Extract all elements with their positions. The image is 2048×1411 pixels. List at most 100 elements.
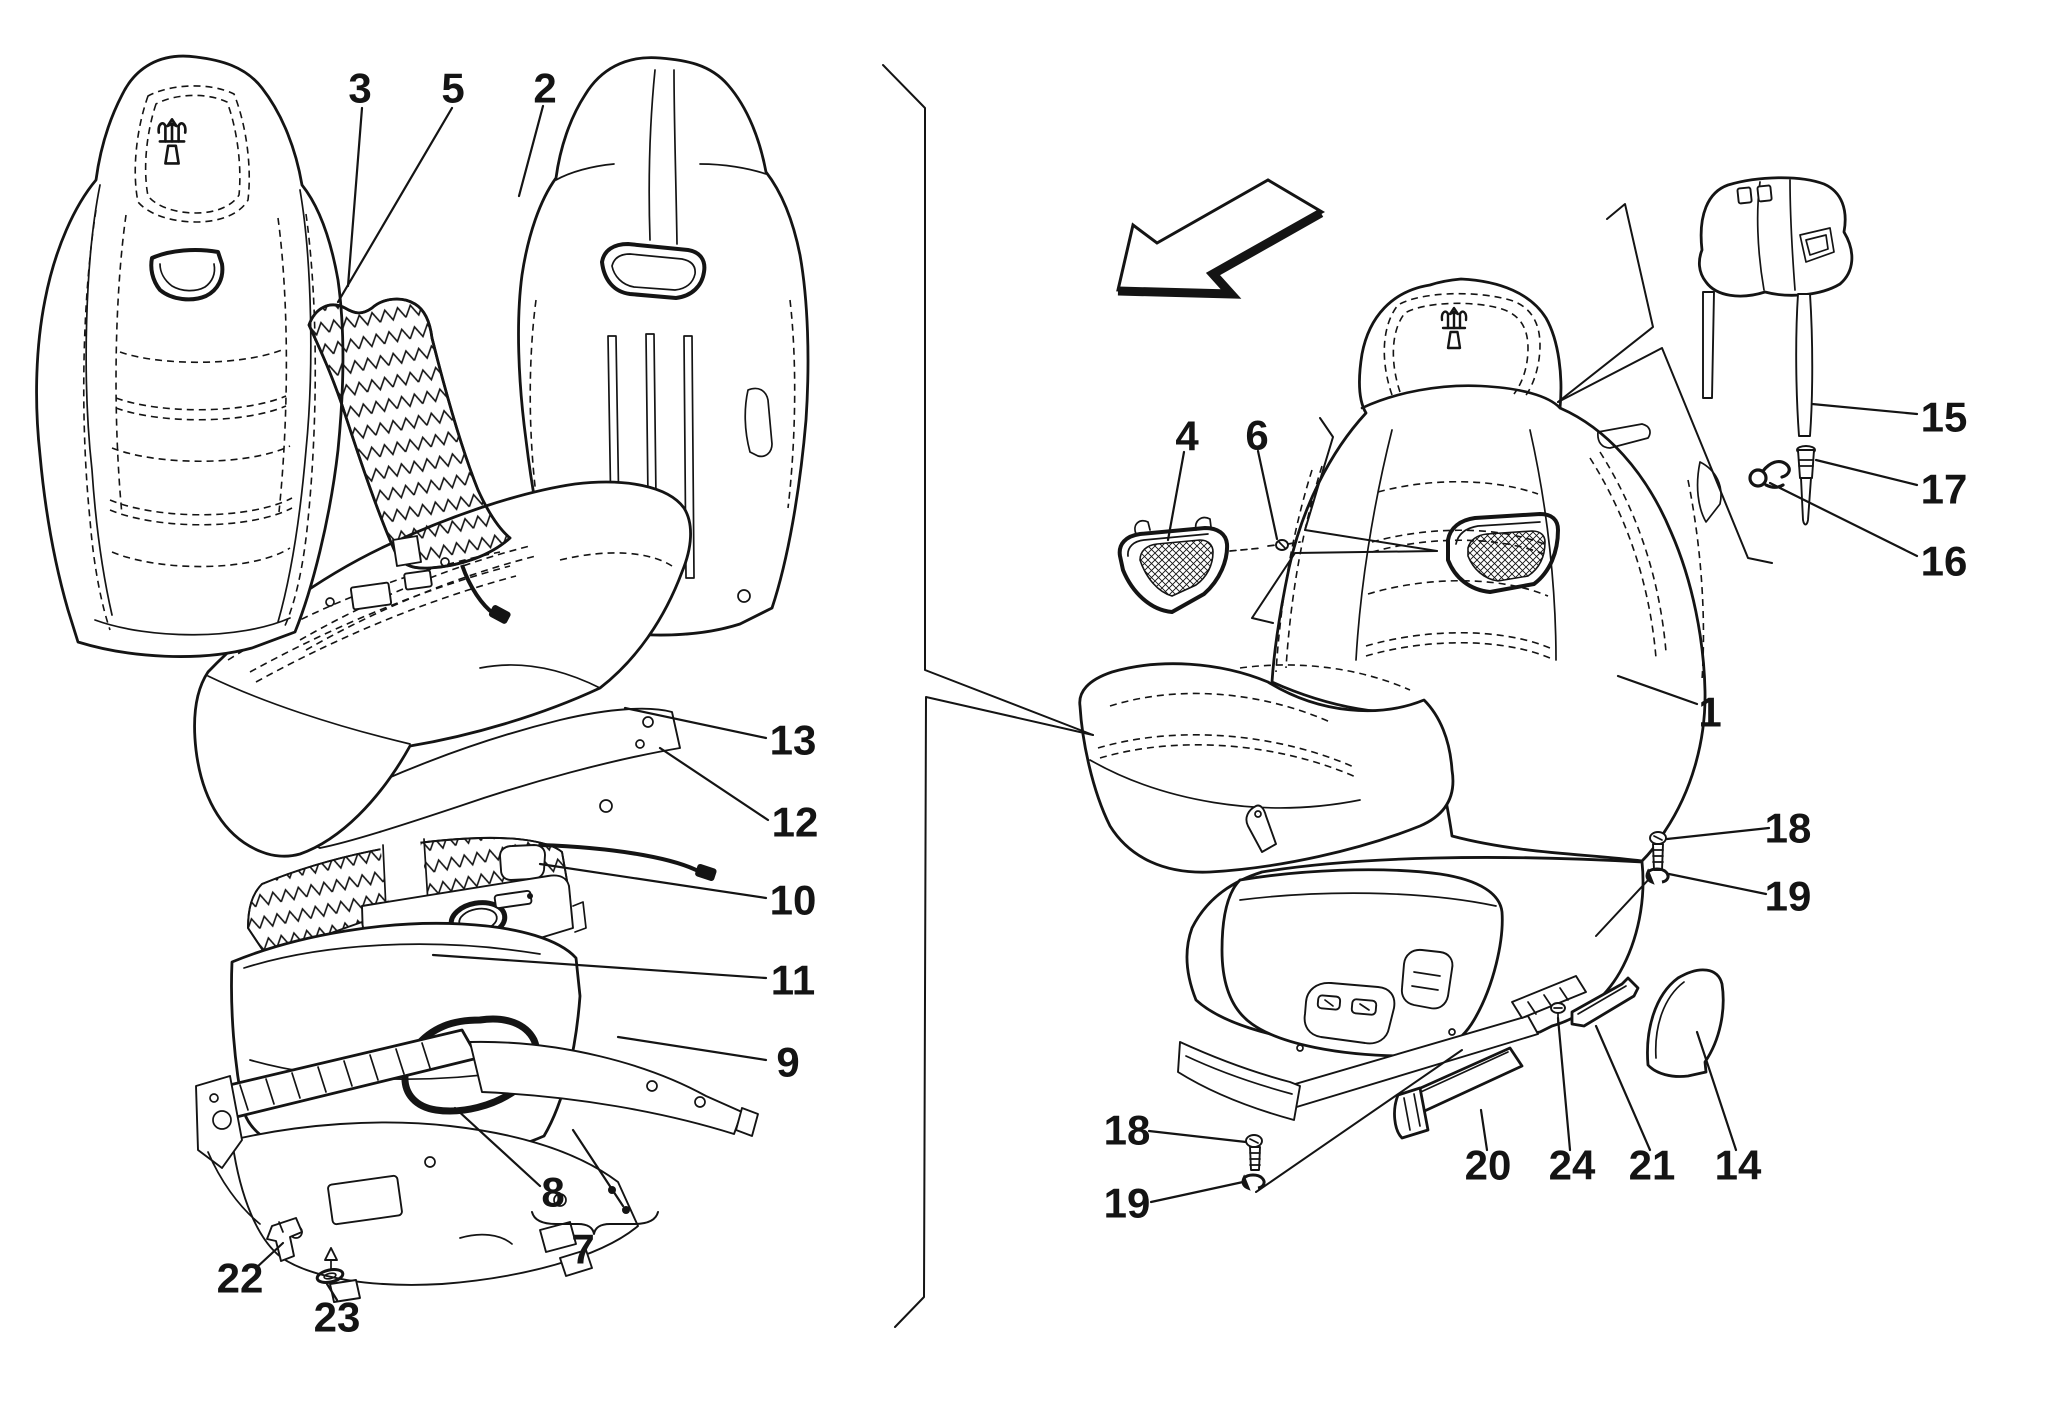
- assembled-seat-view: [1078, 176, 1854, 1191]
- rail-trim-21: [1570, 976, 1640, 1028]
- side-panel-14: [1646, 968, 1725, 1078]
- callout-leader-18l: [1147, 1129, 1248, 1144]
- headrest-stem-right: [1795, 293, 1814, 437]
- backrest-adjust-switch: [1400, 948, 1454, 1010]
- callout-leader-12: [658, 746, 770, 822]
- callout-leader-13: [623, 706, 768, 740]
- callout-16: 16: [1921, 538, 1968, 585]
- callout-leader-15: [1810, 402, 1919, 416]
- headrest-bracket-upper: [1557, 203, 1654, 403]
- callout-leader-9: [616, 1035, 768, 1062]
- seat-rails: [1177, 975, 1587, 1121]
- screw-24: [1550, 1002, 1566, 1025]
- headrest-15: [1697, 176, 1854, 437]
- pointer-lines: [882, 64, 1773, 1328]
- callout-8: 8: [541, 1169, 564, 1216]
- callout-leader-24: [1556, 1016, 1572, 1152]
- rail-trim-20: [1393, 1046, 1524, 1140]
- callout-leader-14: [1695, 1030, 1738, 1152]
- mounting-clip-22: [266, 1217, 303, 1262]
- headrest-speaker-grille: [1446, 512, 1560, 594]
- callout-24: 24: [1549, 1142, 1596, 1189]
- direction-arrow: [1116, 178, 1326, 299]
- screw-18-left: [1245, 1134, 1263, 1171]
- screw-18-right: [1649, 831, 1667, 871]
- callout-12: 12: [772, 799, 819, 846]
- callout-leader-11: [431, 953, 768, 980]
- washer-line-right: [1595, 877, 1651, 937]
- callout-leader-4: [1166, 450, 1186, 542]
- callout-18l: 18: [1104, 1107, 1151, 1154]
- grille-bracket-lower: [1251, 550, 1438, 624]
- callout-leader-18r: [1665, 826, 1771, 841]
- direction-arrow-shadow-edge: [1117, 209, 1324, 299]
- locking-clip-16: [1748, 460, 1791, 489]
- callout-4: 4: [1175, 413, 1199, 460]
- screw-6: [1229, 539, 1301, 552]
- callout-2: 2: [533, 65, 556, 112]
- left-view-bracket-upper: [882, 64, 1094, 736]
- headrest-stem-left: [1702, 291, 1715, 399]
- callout-6: 6: [1245, 412, 1268, 459]
- left-view-bracket-lower: [894, 696, 1094, 1328]
- cushion-cover-13: [193, 480, 692, 858]
- headrest-grille-4: [1117, 516, 1230, 614]
- callout-leader-1: [1616, 674, 1699, 706]
- washer-19-left: [1241, 1173, 1266, 1191]
- protection-sheet-12: [299, 707, 681, 849]
- recliner-lever: [1245, 804, 1277, 853]
- washer-19-right: [1645, 867, 1670, 885]
- callout-21: 21: [1629, 1142, 1676, 1189]
- washer-line-left: [1255, 1049, 1463, 1193]
- callout-leader-8: [453, 1106, 542, 1188]
- callout-leader-21: [1594, 1024, 1652, 1152]
- callout-leader-3: [346, 106, 364, 288]
- callout-leader-17: [1814, 458, 1919, 487]
- seat-frame-8: [195, 1028, 759, 1303]
- lumbar-pad-5: [307, 297, 512, 624]
- callout-leader-10: [538, 862, 768, 900]
- callout-9: 9: [776, 1039, 799, 1086]
- seat-adjust-switch: [1303, 982, 1396, 1045]
- callout-leader-2: [517, 104, 545, 198]
- guide-sleeve-17: [1796, 445, 1816, 526]
- callout-20: 20: [1465, 1142, 1512, 1189]
- assembled-backrest: [1270, 277, 1722, 863]
- assembled-cushion: [1078, 662, 1455, 874]
- callout-leader-6: [1256, 449, 1279, 541]
- callout-leader-7: [571, 1128, 625, 1208]
- backrest-cover-3: [35, 54, 345, 658]
- callout-5: 5: [441, 65, 464, 112]
- foam-channel: [401, 1015, 541, 1115]
- callout-18r: 18: [1765, 805, 1812, 852]
- grille-bracket-upper: [1304, 417, 1438, 552]
- callout-leader-22: [254, 1241, 285, 1270]
- callout-leader-5: [336, 106, 454, 304]
- callout-11: 11: [771, 957, 815, 1004]
- callout-10: 10: [770, 877, 817, 924]
- callout-leader-16: [1768, 481, 1919, 558]
- callout-7: 7: [571, 1226, 594, 1273]
- frame-rail-ribs: [239, 1042, 431, 1111]
- callout-14: 14: [1715, 1142, 1762, 1189]
- exploded-view: [35, 54, 810, 1303]
- callout-19l: 19: [1104, 1180, 1151, 1227]
- callout-leader-20: [1479, 1108, 1489, 1152]
- callout-leader-19l: [1149, 1180, 1245, 1204]
- callout-15: 15: [1921, 394, 1968, 441]
- callout-leader-19r: [1667, 872, 1768, 896]
- callout-19r: 19: [1765, 873, 1812, 920]
- push-pin-23: [315, 1247, 345, 1284]
- lumbar-connector: [488, 605, 511, 624]
- callout-1: 1: [1698, 689, 1721, 736]
- callout-23: 23: [314, 1294, 361, 1341]
- callout-22: 22: [217, 1255, 264, 1302]
- seat-base-valance: [1185, 856, 1645, 1058]
- headrest-bracket-lower: [1557, 347, 1773, 564]
- callout-leader-23: [325, 1282, 339, 1302]
- callout-17: 17: [1921, 466, 1968, 513]
- callout-3: 3: [348, 65, 371, 112]
